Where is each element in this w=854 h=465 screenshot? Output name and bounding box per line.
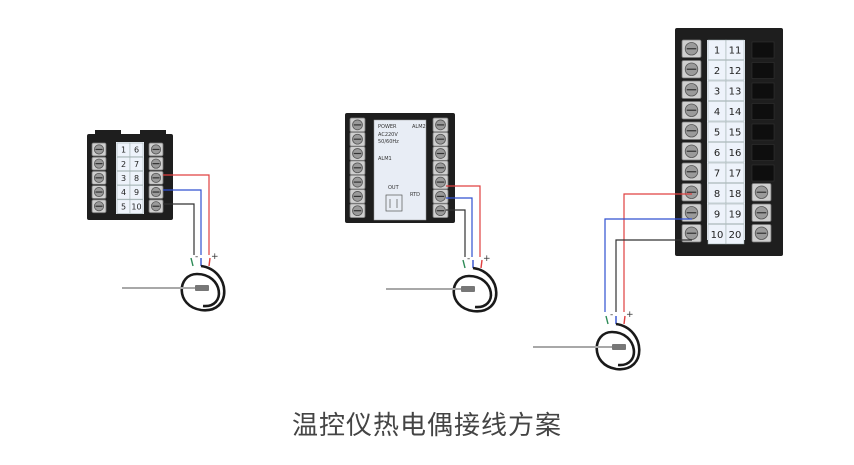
terminal-number: 8 — [134, 174, 139, 183]
wire-compensation — [615, 239, 692, 312]
terminal-number: 17 — [729, 168, 742, 179]
terminal-number: 2 — [714, 66, 720, 77]
panel-label: RTD — [410, 192, 420, 198]
terminal-number: 16 — [729, 148, 742, 159]
terminal-number: 3 — [121, 174, 126, 183]
terminal-number: 20 — [729, 230, 742, 241]
terminal-number-cell — [725, 224, 745, 245]
terminal-number-cell — [725, 142, 745, 163]
probe-fitting — [612, 344, 626, 350]
housing-tab — [95, 130, 121, 138]
terminal-number-cell — [129, 156, 144, 171]
terminal-number: 18 — [729, 189, 742, 200]
panel-label: ALM1 — [378, 156, 392, 162]
panel-label: AC220V — [378, 132, 398, 138]
panel-label: POWER — [378, 124, 397, 130]
terminal-number: 9 — [134, 188, 139, 197]
polarity-plus: + — [483, 254, 491, 264]
terminal-number: 9 — [714, 209, 720, 220]
terminal-number: 14 — [729, 107, 742, 118]
terminal-number: 1 — [714, 45, 720, 56]
polarity-plus: + — [211, 252, 219, 262]
empty-slot — [751, 62, 775, 79]
empty-slot — [751, 123, 775, 141]
wire-negative — [163, 189, 202, 255]
diagram-caption: 温控仪热电偶接线方案 — [291, 411, 562, 441]
terminal-number: 15 — [729, 127, 742, 138]
terminal-number-cell — [129, 142, 144, 157]
terminal-number: 6 — [714, 148, 720, 159]
empty-slot — [751, 164, 775, 182]
terminal-number: 10 — [131, 202, 141, 211]
panel-label: OUT — [388, 185, 400, 191]
polarity-minus: - — [195, 252, 198, 262]
empty-slot — [751, 144, 775, 161]
terminal-number-cell — [725, 101, 745, 122]
terminal-number: 3 — [714, 86, 720, 97]
terminal-number-cell — [129, 185, 144, 200]
probe-fitting — [195, 285, 209, 291]
terminal-number: 5 — [714, 127, 720, 138]
terminal-number: 8 — [714, 189, 720, 200]
terminal-number: 6 — [134, 146, 139, 155]
probe-cable-coil — [452, 266, 498, 313]
panel-label: 50/60Hz — [378, 139, 399, 145]
panel-label: ALM2 — [412, 124, 426, 130]
probe-fitting — [461, 286, 475, 292]
terminal-number: 19 — [729, 209, 742, 220]
wire-negative — [604, 218, 692, 312]
terminal-number-cell — [725, 183, 745, 204]
wire-tip-green — [605, 315, 609, 325]
terminal-number-cell — [129, 171, 144, 186]
wire-tip-green — [190, 257, 194, 267]
wire-tip-red — [623, 315, 626, 325]
polarity-plus: + — [626, 310, 634, 320]
terminal-number: 1 — [121, 146, 126, 155]
terminal-number: 12 — [729, 66, 742, 77]
terminal-number: 11 — [729, 45, 742, 56]
housing-tab — [140, 130, 166, 138]
terminal-number-cell — [725, 39, 745, 60]
wire-negative — [446, 197, 473, 257]
terminal-number-cell — [725, 162, 745, 183]
terminal-number-cell — [725, 203, 745, 224]
terminal-number: 2 — [121, 160, 126, 169]
wire-tip-green — [462, 259, 466, 269]
thermocouple-probes: - + - + - + — [122, 252, 641, 371]
empty-slot — [751, 41, 775, 59]
polarity-minus: - — [610, 310, 613, 320]
probe-cable-coil — [595, 322, 641, 371]
wire-tip-red — [480, 259, 483, 269]
relay-symbol — [385, 194, 403, 212]
terminal-number: 7 — [134, 160, 139, 169]
terminal-number: 4 — [121, 188, 126, 197]
terminal-number-cell — [725, 80, 745, 101]
terminal-number: 4 — [714, 107, 720, 118]
wire-positive — [623, 193, 692, 312]
terminal-number: 10 — [711, 230, 724, 241]
wire-compensation — [446, 209, 466, 257]
thermocouple-wires — [163, 174, 692, 312]
terminal-number-cell — [129, 199, 144, 214]
probe-cable-coil — [180, 264, 226, 312]
terminal-number: 5 — [121, 202, 126, 211]
empty-slot — [751, 103, 775, 120]
terminal-number: 13 — [729, 86, 742, 97]
wire-positive — [163, 174, 210, 255]
polarity-minus: - — [467, 254, 470, 264]
label-panel — [373, 119, 427, 221]
wire-compensation — [163, 203, 195, 255]
wire-positive — [446, 185, 481, 257]
terminal-number-cell — [725, 60, 745, 81]
wire-tip-red — [208, 257, 211, 267]
terminal-number: 7 — [714, 168, 720, 179]
terminal-number-cell — [725, 121, 745, 142]
empty-slot — [751, 82, 775, 100]
